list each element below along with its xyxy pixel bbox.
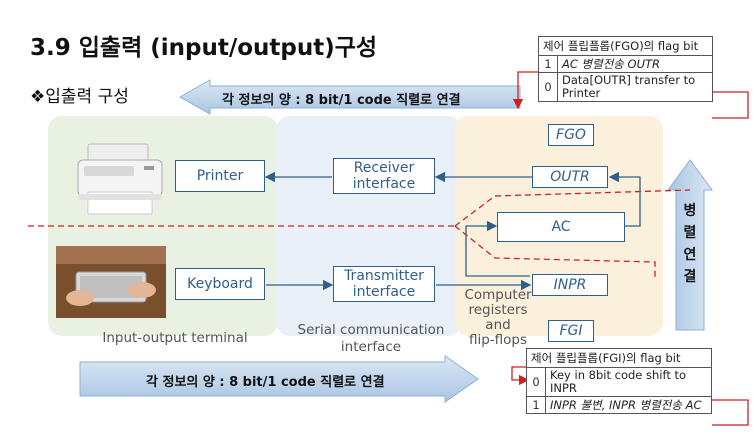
fgi-row-bit: 0 xyxy=(526,367,546,397)
fgo-row-desc: AC 병렬전송 OUTR xyxy=(557,55,713,73)
terminal-caption: Input-output terminal xyxy=(102,330,248,346)
fgo-flag-table: 제어 플립플롭(FGO)의 flag bit 1 AC 병렬전송 OUTR 0 … xyxy=(538,36,713,102)
inpr-register-box: INPR xyxy=(532,274,608,296)
side-banner-label: 병 렬 연 결 xyxy=(683,203,697,285)
top-banner-arrow xyxy=(178,79,521,115)
top-banner-label: 각 정보의 양 : 8 bit/1 code 직렬로 연결 xyxy=(222,93,461,108)
transmitter-interface-box: Transmitter interface xyxy=(333,266,435,302)
keyboard-photo-icon xyxy=(56,246,166,318)
page-title: 3.9 입출력 (input/output)구성 xyxy=(30,35,378,61)
fgi-flag-table: 제어 플립플롭(FGI)의 flag bit 0 Key in 8bit cod… xyxy=(526,348,712,414)
registers-caption: Computer registers and flip-flops xyxy=(464,287,532,348)
receiver-interface-box: Receiver interface xyxy=(333,158,435,194)
bottom-banner-arrow xyxy=(79,355,479,403)
fgo-row-bit: 1 xyxy=(538,55,558,73)
fgi-table-header: 제어 플립플롭(FGI)의 flag bit xyxy=(526,348,712,368)
fgo-row-bit: 0 xyxy=(538,72,558,102)
printer-box: Printer xyxy=(175,160,265,192)
outr-register-box: OUTR xyxy=(532,166,608,188)
fgi-row-desc: INPR 불변, INPR 병렬전송 AC xyxy=(545,396,712,414)
fgi-row-desc: Key in 8bit code shift to INPR xyxy=(545,367,712,397)
bottom-banner-label: 각 정보의 양 : 8 bit/1 code 직렬로 연결 xyxy=(146,375,385,390)
serial-caption: Serial communication interface xyxy=(297,322,445,355)
ac-register-box: AC xyxy=(497,212,625,242)
fgo-table-header: 제어 플립플롭(FGO)의 flag bit xyxy=(538,36,713,56)
fgo-row-desc: Data[OUTR] transfer to Printer xyxy=(557,72,713,102)
fgo-flag-box: FGO xyxy=(548,124,594,146)
keyboard-box: Keyboard xyxy=(175,268,265,300)
fgi-row-bit: 1 xyxy=(526,396,546,414)
fgi-flag-box: FGI xyxy=(548,320,594,342)
side-banner-arrow xyxy=(667,159,713,331)
section-subtitle: ❖입출력 구성 xyxy=(30,87,129,107)
printer-icon xyxy=(77,143,163,215)
